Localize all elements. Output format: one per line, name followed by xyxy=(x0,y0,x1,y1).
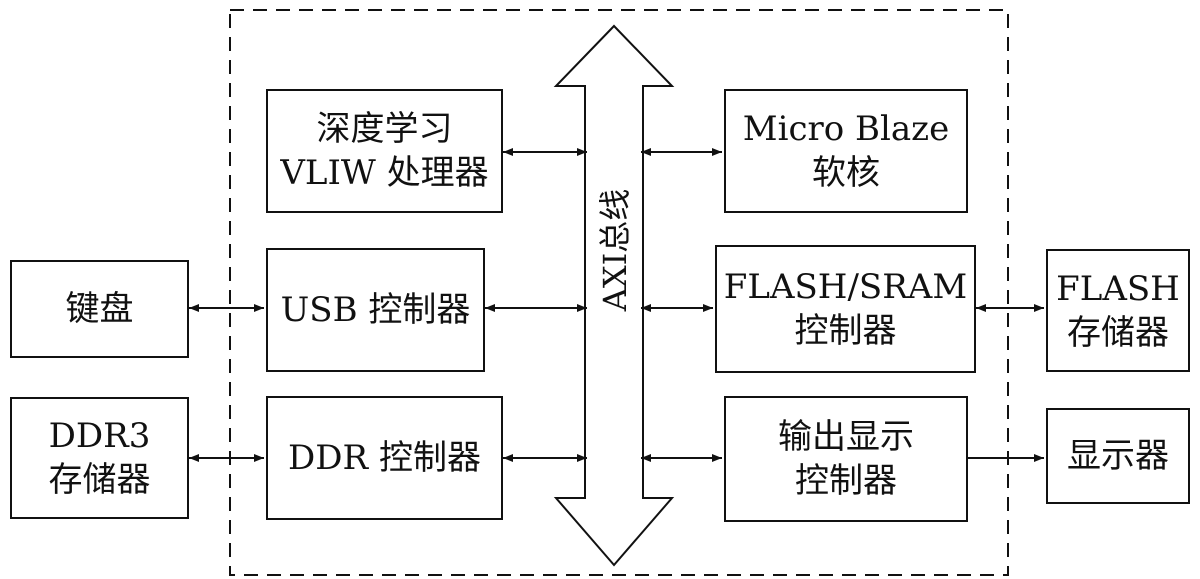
flash-mem-line2: 存储器 xyxy=(1067,312,1169,353)
keyboard-label: 键盘 xyxy=(65,289,134,329)
display-block: 显示器 xyxy=(1046,408,1190,504)
flash-mem-line1: FLASH xyxy=(1056,268,1180,309)
usb-controller-label: USB 控制器 xyxy=(280,290,471,330)
display-ctrl-line1: 输出显示 xyxy=(778,417,914,457)
dl-vliw-processor-block: 深度学习 VLIW 处理器 xyxy=(266,89,503,213)
ddr3-line2: 存储器 xyxy=(48,460,151,500)
fpga-boundary xyxy=(229,9,1009,576)
microblaze-block: Micro Blaze 软核 xyxy=(724,89,968,213)
ddr-controller-block: DDR 控制器 xyxy=(266,396,503,520)
ddr3-line1: DDR3 xyxy=(48,416,151,456)
ddr3-memory-block: DDR3 存储器 xyxy=(10,397,189,519)
keyboard-block: 键盘 xyxy=(10,260,189,358)
flash-memory-block: FLASH 存储器 xyxy=(1046,249,1190,372)
display-controller-block: 输出显示 控制器 xyxy=(724,396,968,522)
microblaze-line2: 软核 xyxy=(812,153,880,193)
ddr-controller-label: DDR 控制器 xyxy=(288,438,481,478)
display-ctrl-line2: 控制器 xyxy=(795,461,897,501)
usb-controller-block: USB 控制器 xyxy=(266,248,485,372)
dl-vliw-line2: VLIW 处理器 xyxy=(280,153,489,193)
axi-bus-label: AXI总线 xyxy=(596,188,634,312)
microblaze-line1: Micro Blaze xyxy=(742,109,950,149)
flash-sram-line1: FLASH/SRAM xyxy=(723,267,968,307)
dl-vliw-line1: 深度学习 xyxy=(316,109,453,149)
flash-sram-line2: 控制器 xyxy=(794,311,897,351)
axi-bus-arrow xyxy=(553,24,675,567)
display-label: 显示器 xyxy=(1067,436,1169,476)
flash-sram-controller-block: FLASH/SRAM 控制器 xyxy=(715,245,976,373)
